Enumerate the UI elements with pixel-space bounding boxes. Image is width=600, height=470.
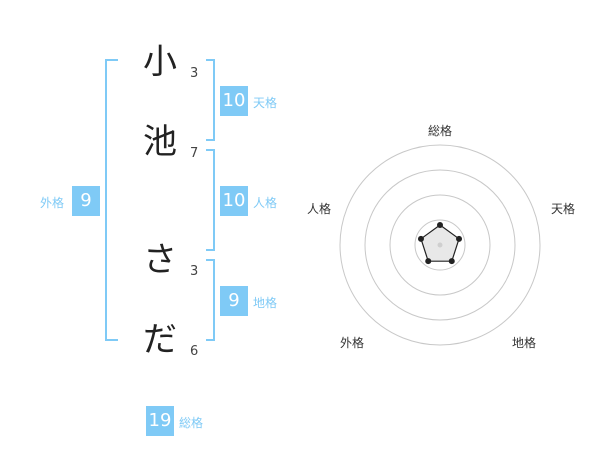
radar-rings (339, 144, 541, 346)
tenkaku-value: 10 (220, 86, 248, 116)
gaikaku-value: 9 (72, 186, 100, 216)
chikaku-value: 9 (220, 286, 248, 316)
gaikaku-label: 外格 (40, 196, 65, 210)
tenkaku-label: 天格 (253, 96, 278, 110)
name-char-3-strokes: 3 (190, 264, 199, 279)
chikaku-label: 地格 (253, 296, 278, 310)
radar-label-soukaku: 総格 (428, 124, 453, 138)
jinkaku-label: 人格 (253, 196, 278, 210)
radar-point-1 (437, 222, 443, 228)
radar-ring-1 (414, 219, 466, 271)
name-char-4-strokes: 6 (190, 344, 199, 359)
radar-label-chikaku: 地格 (512, 336, 537, 350)
name-char-1-strokes: 3 (190, 66, 199, 81)
jinkaku-value: 10 (220, 186, 248, 216)
radar-points (417, 222, 463, 265)
radar-point-5 (417, 235, 424, 242)
jinkaku-bracket (206, 149, 215, 251)
radar-point-2 (456, 235, 463, 242)
name-char-3: さ (143, 240, 177, 280)
radar-point-3 (448, 258, 455, 265)
radar-label-tenkaku: 天格 (551, 202, 576, 216)
chikaku-bracket (206, 259, 215, 341)
radar-ring-4 (339, 144, 541, 346)
name-char-1: 小 (143, 42, 177, 82)
radar-center (437, 242, 443, 248)
radar-label-jinkaku: 人格 (307, 202, 332, 216)
gaikaku-bracket (105, 59, 118, 341)
soukaku-label: 総格 (179, 416, 204, 430)
radar-point-4 (425, 258, 432, 265)
radar-ring-3 (364, 169, 516, 321)
name-char-2: 池 (143, 122, 177, 162)
radar-chart (339, 144, 541, 346)
tenkaku-bracket (206, 59, 215, 141)
soukaku-value: 19 (146, 406, 174, 436)
radar-ring-2 (389, 194, 491, 296)
radar-label-gaikaku: 外格 (340, 336, 365, 350)
name-char-2-strokes: 7 (190, 146, 199, 161)
name-char-4: だ (143, 320, 177, 360)
